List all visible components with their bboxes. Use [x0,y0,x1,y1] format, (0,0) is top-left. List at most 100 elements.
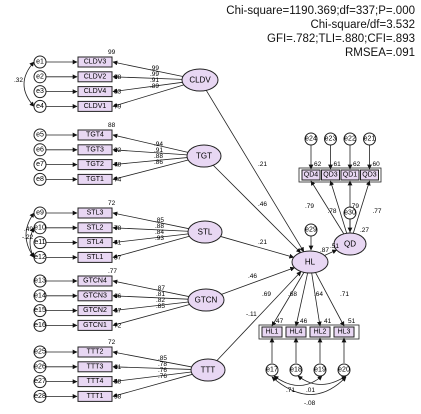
loading-path-hl1 [271,272,305,327]
loading-value: .76 [158,367,167,374]
r2-value: 72 [114,322,122,329]
latent-label-ttt: TTT [201,366,216,375]
structural-path-ttt-hl [216,271,302,361]
loading-path-ttt1 [112,373,193,398]
loading-path-cldv2 [112,74,183,80]
error-label-e22: e22 [344,136,356,143]
indicator-label-stl3: STL3 [87,210,104,217]
indicator-label-qd1: QD1 [343,172,358,179]
indicator-label-ttt3: TTT3 [87,363,104,370]
indicator-label-ttt4: TTT4 [87,378,104,385]
r2-value: 62 [314,161,322,168]
r2-value: 83 [114,89,122,96]
r2-value: 79 [114,103,122,110]
r2-value: 78 [114,225,122,232]
indicator-label-gtcn1: GTCN1 [83,322,107,329]
indicator-ttt1 [77,390,113,402]
structural-path-hl-qd [324,249,338,256]
r2-value: .27 [360,227,369,234]
error-label-e24: e24 [305,136,317,143]
error-label-e26: e26 [34,363,46,370]
loading-path-hl3 [315,272,345,327]
error-e2 [33,70,47,84]
indicator-hl4 [285,326,307,338]
qd-indicator-frame [298,167,382,183]
indicator-label-ttt2: TTT2 [87,349,104,356]
path-coefficient: -.11 [246,311,257,318]
structural-path-tgt-hl [212,164,301,253]
indicator-label-qd4: QD4 [304,172,319,179]
error-label-e16: e16 [34,322,46,329]
path-coefficient: .46 [258,201,267,208]
loading-path-tgt1 [112,159,189,181]
loading-path-cldv4 [112,81,183,94]
loading-value: .88 [155,223,164,230]
error-e26 [33,360,47,374]
error-label-e28: e28 [34,393,46,400]
covariance-value: -.22 [22,234,34,241]
indicator-qd1 [340,169,360,181]
latent-tgt [186,144,222,168]
error-e18 [289,363,303,377]
loading-path-stl4 [112,233,189,245]
covariance-value: .49 [24,226,33,233]
indicator-hl1 [261,326,283,338]
latent-hl [291,250,329,274]
chi-df-text: Chi-square/df=3.532 [310,19,415,31]
indicator-cldv1 [77,100,113,112]
fit-indices-text: GFI=.782;TLI=.880;CFI=.893 [267,33,415,45]
error-label-e14: e14 [34,292,46,299]
latent-cldv [181,68,219,92]
loading-value: .69 [262,291,271,298]
loading-path-stl2 [112,225,189,232]
error-e20 [337,363,351,377]
loading-path-qd4 [310,180,345,235]
latent-label-stl: STL [198,228,213,237]
loading-path-ttt3 [112,364,192,370]
indicator-hl3 [333,326,355,338]
latent-label-cldv: CLDV [189,76,211,85]
indicator-qd4 [301,169,321,181]
loading-value: .82 [156,297,165,304]
r2-value: 71 [114,240,122,247]
error-e29 [304,223,318,237]
error-label-e29: e29 [305,227,317,234]
indicator-label-cldv2: CLDV2 [84,73,107,80]
loading-value: .64 [314,291,323,298]
loading-value: .94 [154,141,163,148]
r2-value: 41 [324,318,332,325]
indicator-label-stl1: STL1 [87,254,104,261]
chi-square-text: Chi-square=1190.369;df=337;P=.000 [226,5,415,17]
hl-indicator-frame [258,324,360,340]
latent-label-qd: QD [344,240,356,249]
loading-path-cldv1 [112,84,184,108]
indicator-label-cldv3: CLDV3 [84,59,107,66]
error-e13 [33,274,47,288]
latent-label-hl: HL [305,258,316,267]
error-label-e7: e7 [36,161,44,168]
loading-path-cldv3 [112,60,184,77]
loading-value: .81 [156,291,165,298]
indicator-label-ttt1: TTT1 [87,393,104,400]
indicator-label-tgt2: TGT2 [86,161,104,168]
indicator-label-tgt4: TGT4 [86,132,104,139]
error-label-e21: e21 [364,136,376,143]
error-e16 [33,318,47,332]
indicator-tgt1 [77,173,113,185]
r2-value: 58 [114,379,122,386]
loading-path-gtcn4 [112,279,189,297]
loading-value: .99 [150,71,159,78]
error-label-e11: e11 [34,239,45,246]
indicator-ttt4 [77,376,113,388]
indicator-cldv3 [77,56,113,68]
error-e27 [33,375,47,389]
indicator-hl2 [309,326,331,338]
error-e7 [33,158,47,172]
latent-qd [333,232,367,256]
indicator-label-stl4: STL4 [87,239,104,246]
indicator-label-cldv4: CLDV4 [84,88,107,95]
error-e12 [33,250,47,264]
loading-path-tgt2 [112,157,188,167]
